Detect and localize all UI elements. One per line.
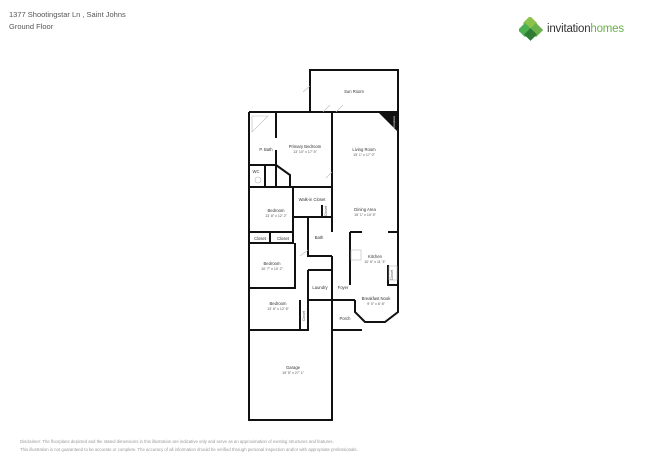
room-laundry: Laundry [312, 285, 328, 290]
fireplace-icon [378, 112, 398, 132]
room-closet-e: Closet [302, 311, 306, 321]
room-walk-in-closet: Walk-in Closet [299, 197, 327, 202]
room-primary-bedroom: Primary Bedroom [289, 144, 322, 149]
property-address: 1377 Shootingstar Ln , Saint Johns [9, 10, 126, 19]
logo-text-accent: homes [590, 23, 624, 35]
room-garage-dims: 19' 5" x 27' 1" [282, 371, 304, 375]
room-kitchen-dims: 10' 6" x 11' 3" [364, 260, 386, 264]
room-bedroom-1-dims: 13' 8" x 12' 2" [265, 214, 287, 218]
room-living-room: Living Room [352, 147, 376, 152]
floor-label: Ground Floor [9, 22, 54, 31]
room-breakfast-nook: Breakfast Nook [362, 296, 392, 301]
room-closet-a: Closet [254, 236, 267, 241]
logo-mark-icon [519, 17, 543, 41]
fireplace-label: Fireplace [392, 116, 396, 129]
room-bedroom-1: Bedroom [268, 208, 286, 213]
room-garage: Garage [286, 365, 301, 370]
walls [248, 69, 399, 421]
room-bedroom-3-dims: 13' 8" x 12' 6" [267, 307, 289, 311]
room-bedroom-3: Bedroom [270, 301, 288, 306]
room-closet-d: Closet [390, 270, 394, 280]
disclaimer-line-1: Disclaimer: The floorplans depicted and … [20, 439, 334, 444]
room-bath: Bath [315, 235, 324, 240]
room-dining-area-dims: 15' 1" x 10' 5" [354, 213, 376, 217]
room-porch: Porch [340, 316, 352, 321]
fixtures [251, 85, 398, 281]
room-kitchen: Kitchen [368, 254, 383, 259]
room-breakfast-nook-dims: 9' 0" x 8' 8" [367, 302, 385, 306]
room-wc: WC [253, 169, 260, 174]
room-sun-room: Sun Room [344, 89, 364, 94]
room-dining-area: Dining Area [354, 207, 376, 212]
room-living-room-dims: 15' 1" x 17' 0" [353, 153, 375, 157]
room-closet-b: Closet [277, 236, 290, 241]
disclaimer-line-2: This illustration is not guaranteed to b… [20, 447, 358, 452]
room-closet-c: Closet [324, 206, 328, 216]
room-primary-bedroom-dims: 13' 10" x 17' 5" [293, 150, 317, 154]
room-p-bath: P. Bath [259, 147, 273, 152]
brand-logo: invitationhomes [519, 17, 624, 41]
room-bedroom-2: Bedroom [264, 261, 282, 266]
logo-text-main: invitation [547, 23, 591, 35]
room-bedroom-2-dims: 10' 7" x 10' 2" [261, 267, 283, 271]
room-foyer: Foyer [338, 285, 349, 290]
